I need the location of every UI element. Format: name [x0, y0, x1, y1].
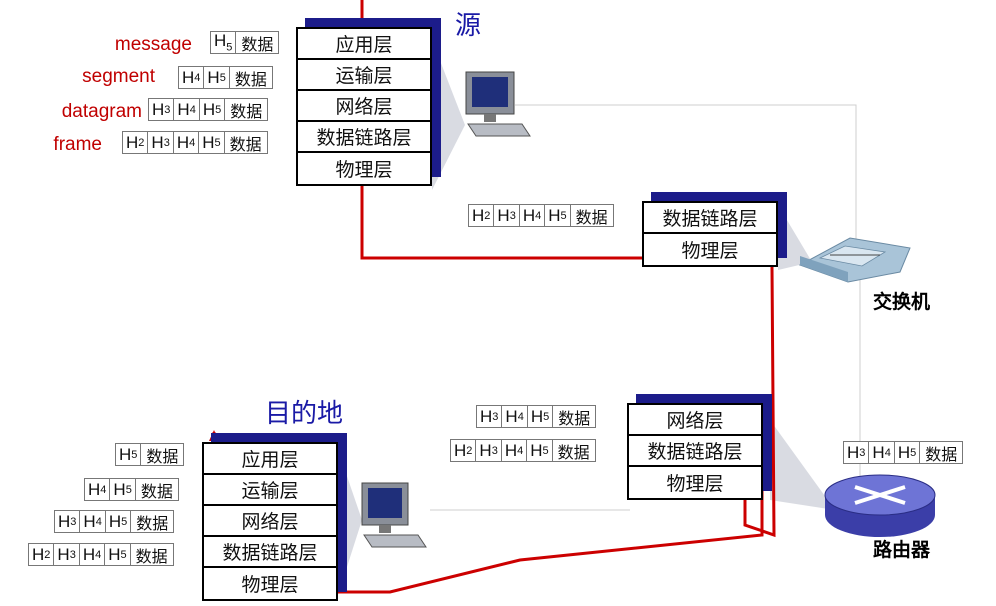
pdu-label-segment: segment	[82, 66, 155, 87]
dst-network-layer: 网络层	[204, 506, 336, 537]
switch-label: 交换机	[873, 292, 931, 313]
data-cell: 数据	[241, 36, 274, 54]
switch-link-layer: 数据链路层	[644, 203, 776, 234]
src-application-layer: 应用层	[298, 29, 430, 60]
src-physical-layer: 物理层	[335, 160, 393, 181]
pdu-label-datagram: datagram	[61, 101, 142, 122]
data-cell: 数据	[230, 103, 263, 121]
data-cell: 数据	[229, 136, 262, 154]
router-protocol-stack: 网络层 数据链路层 物理层	[627, 403, 763, 500]
pdu-label-message: message	[114, 34, 192, 55]
pdu-label-frame: frame	[53, 134, 102, 155]
data-cell: 数据	[140, 483, 173, 501]
router-link-layer: 数据链路层	[629, 436, 761, 467]
src-transport-layer: 运输层	[298, 60, 430, 91]
src-network-layer: 网络层	[298, 91, 430, 122]
router-label: 路由器	[873, 540, 931, 561]
link-source-switch	[515, 104, 857, 245]
data-cell: 数据	[557, 444, 590, 462]
data-cell: 数据	[234, 71, 267, 89]
source-title: 源	[455, 10, 482, 40]
dst-application-layer: 应用层	[204, 444, 336, 475]
source-protocol-stack: 应用层 运输层 网络层 数据链路层 物理层	[296, 27, 432, 186]
data-cell: 数据	[575, 209, 608, 227]
switch-physical-layer: 物理层	[681, 241, 739, 262]
dest-protocol-stack: 应用层 运输层 网络层 数据链路层 物理层	[202, 442, 338, 601]
h5-cell: H5	[211, 31, 237, 54]
router-icon	[824, 474, 936, 537]
router-network-layer: 网络层	[629, 405, 761, 436]
data-cell: 数据	[558, 410, 591, 428]
data-cell: 数据	[146, 448, 179, 466]
dest-title: 目的地	[265, 398, 344, 428]
data-cell: 数据	[135, 548, 168, 566]
switch-icon	[798, 237, 911, 283]
source-computer-icon	[465, 71, 531, 137]
dst-link-layer: 数据链路层	[204, 537, 336, 568]
dest-wedge	[338, 450, 362, 595]
router-wedge	[770, 420, 835, 510]
src-message-header: H5 数据	[210, 31, 280, 54]
data-cell: 数据	[136, 515, 169, 533]
src-link-layer: 数据链路层	[298, 122, 430, 153]
switch-protocol-stack: 数据链路层 物理层	[642, 201, 778, 267]
data-cell: 数据	[925, 446, 958, 464]
switch-wedge	[778, 205, 812, 270]
dst-transport-layer: 运输层	[204, 475, 336, 506]
router-physical-layer: 物理层	[666, 474, 724, 495]
data-path-arrowhead	[209, 430, 219, 441]
source-wedge	[432, 40, 465, 190]
dest-computer-icon	[361, 482, 427, 548]
dst-physical-layer: 物理层	[241, 575, 299, 596]
